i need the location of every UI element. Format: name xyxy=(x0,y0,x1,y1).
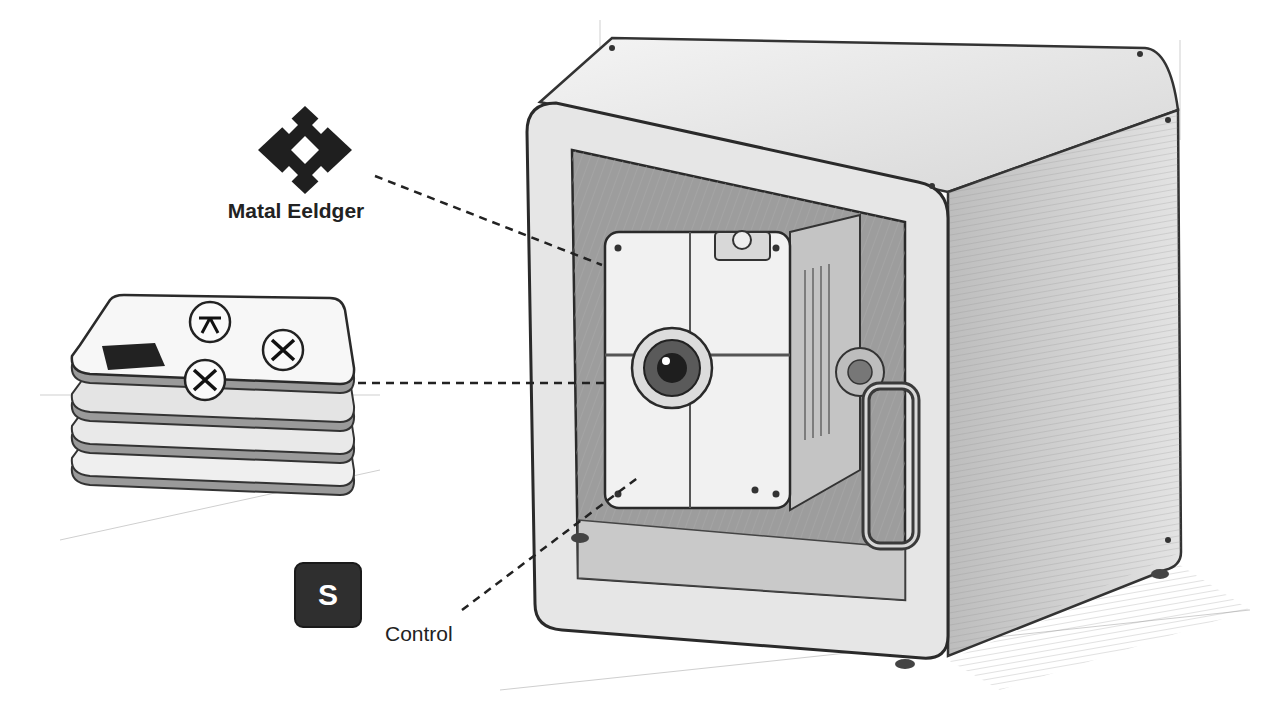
logo-center xyxy=(291,136,319,164)
card-slot xyxy=(102,343,165,370)
screw xyxy=(773,245,780,252)
cabinet-foot xyxy=(1151,569,1169,579)
logo-notch xyxy=(280,116,298,134)
symbol-circle xyxy=(185,360,225,400)
symbol-mark xyxy=(272,340,294,360)
camera xyxy=(605,215,884,510)
camera-grille xyxy=(805,264,829,440)
symbol-circle xyxy=(190,302,230,342)
rivet xyxy=(1137,51,1143,57)
symbol-circle xyxy=(263,330,303,370)
cabinet-opening xyxy=(572,150,905,600)
screw xyxy=(752,487,759,494)
cabinet-side xyxy=(948,110,1181,656)
cabinet-side-shading xyxy=(948,110,1181,656)
diamond-logo xyxy=(258,106,352,194)
construction-lines xyxy=(40,20,1250,690)
lens-ring xyxy=(632,328,712,408)
screw xyxy=(773,491,780,498)
rivet xyxy=(929,183,935,189)
cabinet-foot xyxy=(895,659,915,669)
logo-notch xyxy=(312,116,330,134)
leader-line xyxy=(375,176,602,265)
leader-line xyxy=(462,476,640,610)
plate-stack xyxy=(72,295,354,495)
leader-lines xyxy=(358,176,640,610)
lens-barrel xyxy=(644,340,700,396)
rivet xyxy=(1165,117,1171,123)
guide-line xyxy=(1180,40,1181,140)
logo-diamond xyxy=(258,106,352,194)
top-knob xyxy=(733,231,751,249)
handle-highlight xyxy=(866,386,916,546)
cabinet-shelf xyxy=(578,520,905,600)
cabinet-foot xyxy=(571,533,589,543)
rivet xyxy=(1165,537,1171,543)
grille-line xyxy=(804,270,806,440)
part-label: Matal Eeldger xyxy=(228,199,365,223)
grille-line xyxy=(820,266,822,436)
metal-cabinet xyxy=(527,38,1181,669)
top-mount xyxy=(715,232,770,260)
leader-line xyxy=(358,382,604,385)
symbol-mark xyxy=(194,370,216,390)
screw xyxy=(615,245,622,252)
opening-shading xyxy=(572,150,905,600)
grille-line xyxy=(812,268,814,438)
lens-glass xyxy=(657,353,687,383)
symbol-mark xyxy=(199,318,221,333)
grille-line xyxy=(828,264,830,434)
handle-bar xyxy=(866,386,916,546)
cabinet-front-frame xyxy=(527,103,948,658)
part-label: Control xyxy=(385,622,453,646)
camera-front xyxy=(605,232,790,508)
icon-tile: S xyxy=(294,562,362,628)
tile-letter: S xyxy=(318,580,338,610)
cabinet-handle xyxy=(866,386,916,546)
logo-notch xyxy=(280,166,298,184)
side-knob-core xyxy=(848,360,872,384)
lens-highlight xyxy=(662,357,670,365)
rivet xyxy=(609,45,615,51)
logo-notch xyxy=(312,166,330,184)
